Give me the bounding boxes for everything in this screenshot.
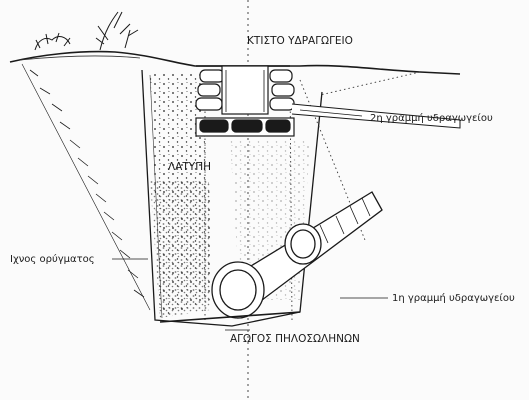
slope-hatching <box>21 63 151 311</box>
built-conduit-label: ΚΤΙΣΤΟ ΥΔΡΑΓΩΓΕΙΟ <box>247 35 353 47</box>
leader-lines <box>112 109 388 331</box>
stone-conduit <box>195 65 295 137</box>
clay-pipe-conduit-label: ΑΓΩΓΟΣ ΠΗΛΟΣΩΛΗΝΩΝ <box>230 333 360 345</box>
ground-surface <box>9 50 461 75</box>
first-line-label: 1η γραμμή υδραγωγείου <box>392 292 515 304</box>
second-line-band <box>291 103 461 129</box>
trench-trace-label: Ιχνος ορύγματος <box>10 253 95 265</box>
shrub-drawing <box>34 11 139 51</box>
rubble-fill-label: ΛΑΤΥΠΗ <box>168 161 211 173</box>
clay-pipes <box>211 191 383 319</box>
second-line-label: 2η γραμμή υδραγωγείου <box>370 112 493 124</box>
